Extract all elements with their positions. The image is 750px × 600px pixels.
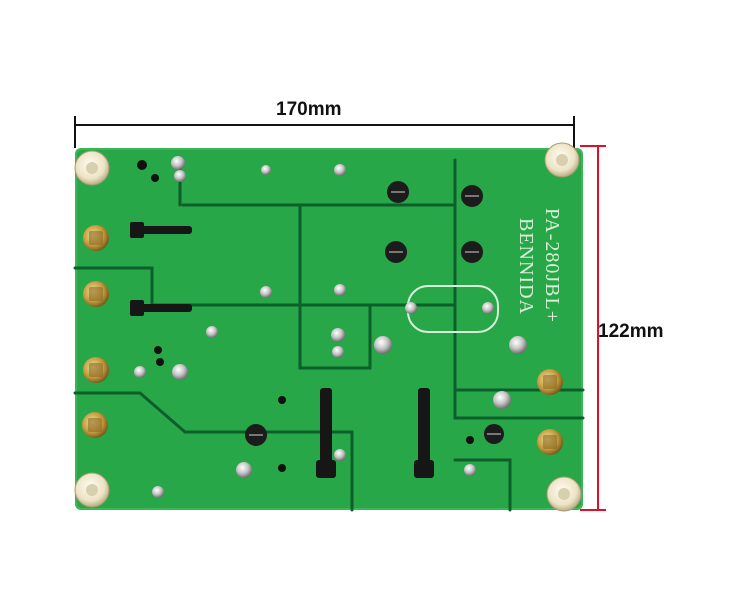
width-dimension-label: 170mm (276, 99, 342, 120)
copper-traces (73, 158, 585, 512)
terminal-2 (83, 281, 109, 307)
cable-tie-3 (136, 226, 192, 234)
screw-5 (245, 424, 267, 446)
terminal-5 (537, 369, 563, 395)
screw-6 (484, 424, 504, 444)
cable-tie-2 (418, 388, 430, 470)
pcb-edge-highlight (75, 148, 583, 510)
vias (137, 160, 474, 472)
standoffs (74, 142, 582, 512)
height-dimension-label: 122mm (598, 321, 664, 342)
standoff-bottom-left (74, 472, 110, 508)
standoff-top-left (74, 150, 110, 186)
standoff-bottom-right (546, 476, 582, 512)
cable-tie-1 (320, 388, 332, 470)
terminal-1 (83, 225, 109, 251)
terminal-6 (537, 429, 563, 455)
pcb-board: BENNIDA PA-280JBL+ (73, 142, 585, 512)
screw-1 (387, 181, 409, 203)
screw-4 (461, 241, 483, 263)
silkscreen-brand: BENNIDA (515, 218, 537, 315)
terminal-4 (82, 412, 108, 438)
left-terminals (82, 225, 109, 438)
height-dimension (580, 145, 606, 511)
model-text: PA-280JBL+ (541, 208, 563, 323)
brand-text: BENNIDA (515, 218, 537, 315)
black-screws (245, 181, 504, 446)
width-dimension (74, 116, 575, 148)
solder-joints (134, 156, 527, 498)
terminal-3 (83, 357, 109, 383)
right-terminals (537, 369, 563, 455)
cable-tie-4 (136, 304, 192, 312)
silkscreen-model: PA-280JBL+ (541, 208, 563, 323)
screw-3 (385, 241, 407, 263)
standoff-top-right (544, 142, 580, 178)
screw-2 (461, 185, 483, 207)
cable-ties (130, 222, 434, 478)
